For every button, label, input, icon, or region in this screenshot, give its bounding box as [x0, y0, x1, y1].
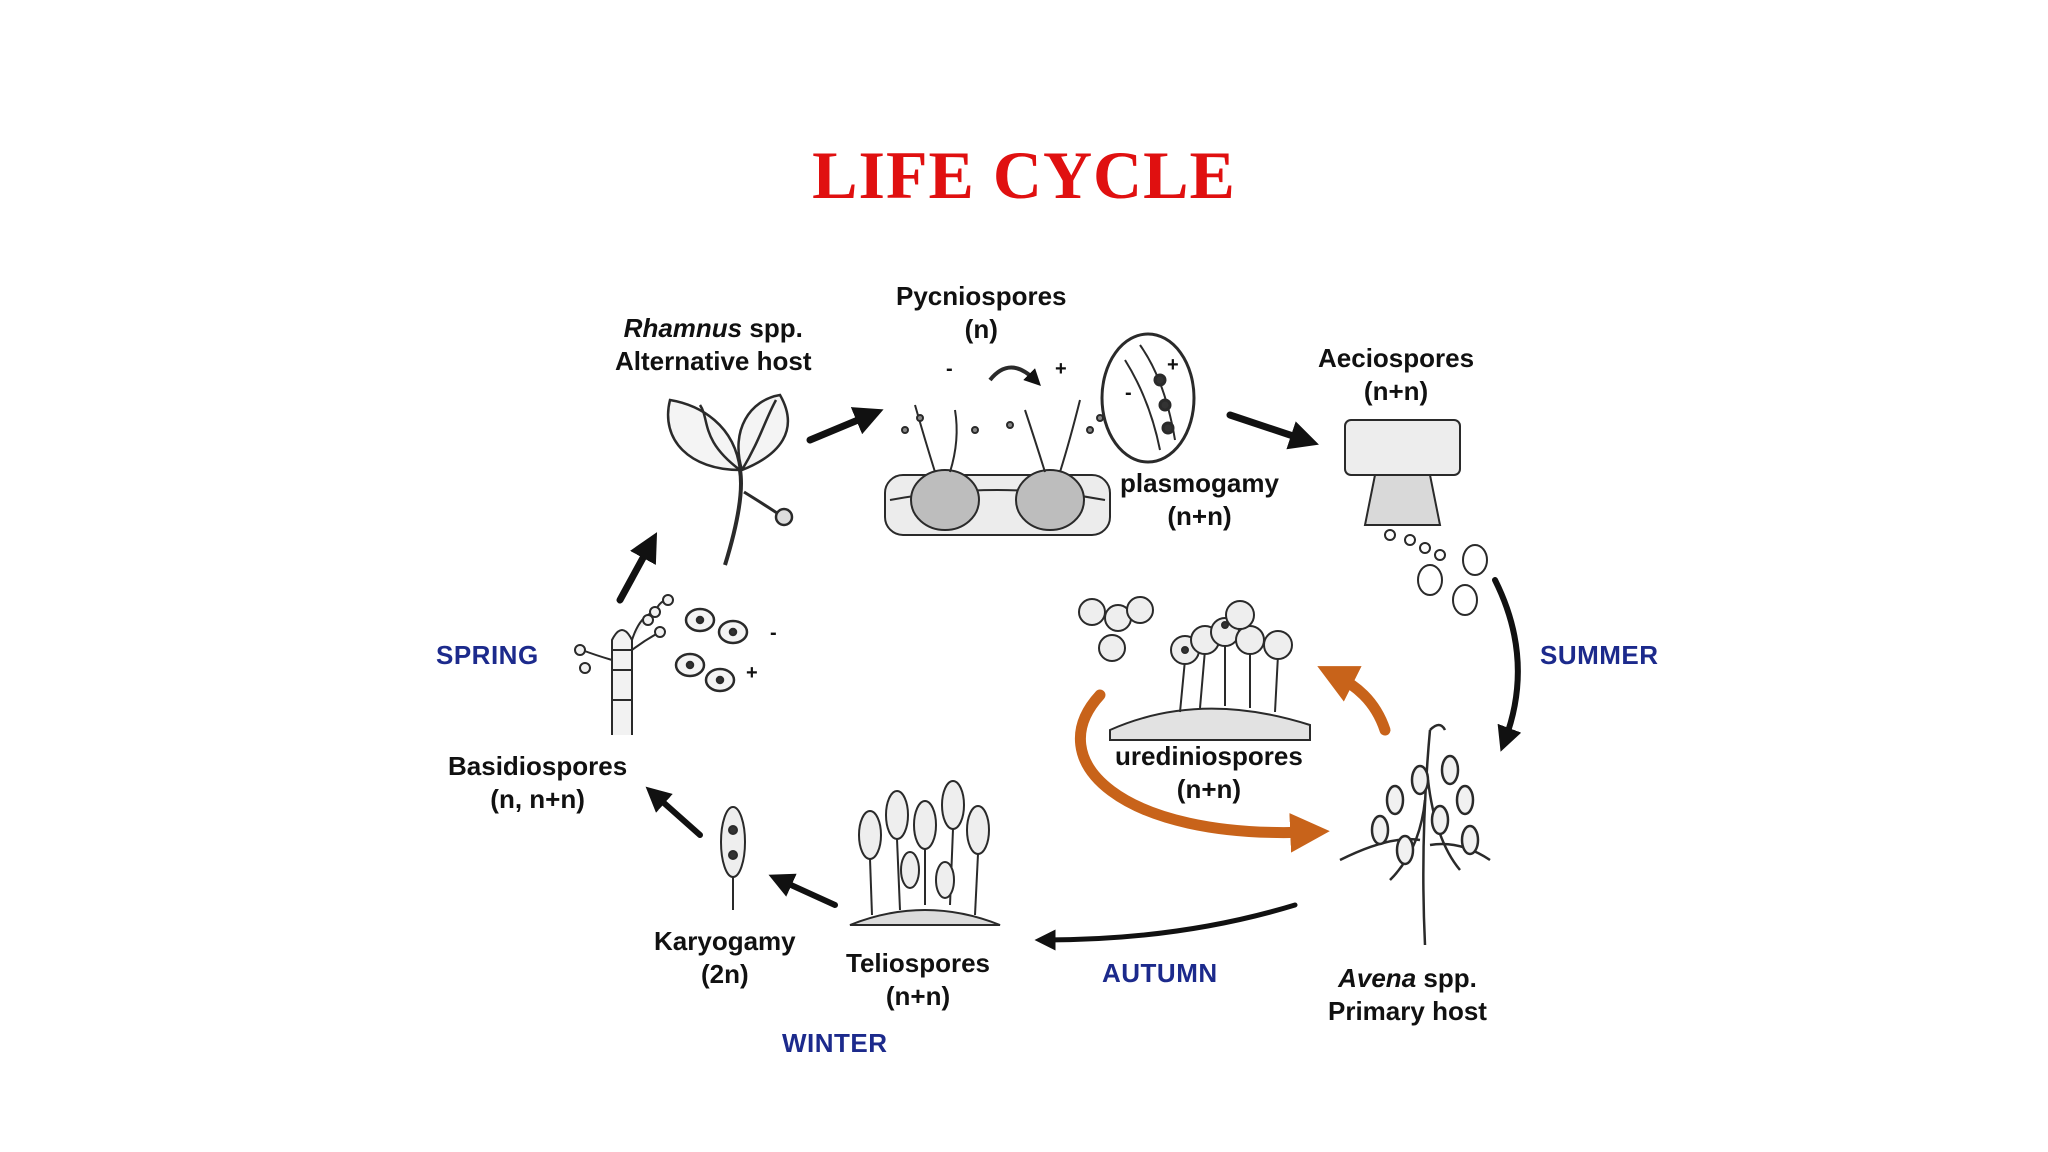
- label-pycniospores: Pycniospores (n): [896, 280, 1067, 346]
- label-plasmogamy: plasmogamy (n+n): [1120, 467, 1279, 533]
- label-rhamnus: Rhamnus spp. Alternative host: [615, 312, 812, 378]
- label-urediniospores: urediniospores (n+n): [1115, 740, 1303, 806]
- label-karyogamy-name: Karyogamy: [654, 926, 796, 956]
- sign-pycnio-plus: +: [1055, 358, 1067, 380]
- label-aeciospores-name: Aeciospores: [1318, 343, 1475, 373]
- label-avena: Avena spp. Primary host: [1328, 962, 1487, 1028]
- label-teliospores-name: Teliospores: [846, 948, 991, 978]
- arrow-rhamnus-to-pycnia: [806, 407, 884, 444]
- leaf-icon: [666, 393, 794, 566]
- telia-icon: [849, 780, 1001, 926]
- label-plasmogamy-ploidy: (n+n): [1167, 501, 1232, 531]
- plasmogamy-cell-icon: [1100, 332, 1196, 464]
- label-avena-role: Primary host: [1328, 996, 1487, 1026]
- sign-plasmo-minus: -: [1125, 382, 1132, 404]
- label-karyogamy: Karyogamy (2n): [654, 925, 796, 991]
- label-karyogamy-ploidy: (2n): [700, 959, 749, 989]
- label-basidiospores-name: Basidiospores: [448, 751, 628, 781]
- label-rhamnus-genus: Rhamnus: [623, 313, 743, 343]
- sign-plasmo-plus: +: [1167, 354, 1179, 376]
- label-avena-spp: spp.: [1416, 963, 1477, 993]
- basidium-icon: [574, 594, 674, 735]
- cycle-arrows: [616, 407, 1522, 951]
- label-rhamnus-role: Alternative host: [615, 346, 812, 376]
- label-basidiospores-ploidy: (n, n+n): [490, 784, 585, 814]
- label-pycniospores-ploidy: (n): [964, 314, 998, 344]
- oat-plant-icon: [1339, 723, 1491, 946]
- label-rhamnus-spp: spp.: [742, 313, 803, 343]
- arrow-telia-to-karyogamy: [768, 873, 838, 908]
- spore-cluster-icon: [674, 607, 749, 693]
- label-basidiospores: Basidiospores (n, n+n): [448, 750, 627, 816]
- sign-pycnio-minus: -: [946, 358, 953, 380]
- orange-arrow-lower: [1075, 689, 1330, 853]
- orange-arrow-upper: [1317, 666, 1391, 736]
- season-summer: SUMMER: [1540, 640, 1659, 670]
- sign-basidio-plus: +: [746, 662, 758, 684]
- label-plasmogamy-name: plasmogamy: [1120, 468, 1279, 498]
- label-urediniospores-ploidy: (n+n): [1176, 774, 1242, 804]
- urediniospore-cycle-arrows: [1075, 666, 1391, 853]
- arrow-aecia-to-avena: [1492, 577, 1522, 752]
- season-spring: SPRING: [436, 640, 539, 670]
- arrow-avena-to-telia: [1034, 902, 1298, 951]
- season-autumn: AUTUMN: [1102, 958, 1218, 988]
- pycnia-section-icon: [884, 365, 1111, 536]
- page-title: LIFE CYCLE: [812, 137, 1236, 213]
- label-teliospores: Teliospores (n+n): [846, 947, 990, 1013]
- season-winter: WINTER: [782, 1028, 888, 1058]
- label-urediniospores-name: urediniospores: [1115, 741, 1303, 771]
- sign-basidio-minus: -: [770, 622, 777, 644]
- uredinia-icon: [1078, 596, 1311, 741]
- arrow-basidiospores-to-rhamnus: [616, 532, 658, 604]
- probasidium-icon: [720, 806, 746, 910]
- label-avena-genus: Avena: [1338, 963, 1417, 993]
- aecium-icon: [1344, 419, 1488, 616]
- arrow-pycnia-to-aecia: [1226, 411, 1319, 450]
- label-pycniospores-name: Pycniospores: [896, 281, 1067, 311]
- label-aeciospores-ploidy: (n+n): [1363, 376, 1429, 406]
- label-aeciospores: Aeciospores (n+n): [1318, 342, 1474, 408]
- label-teliospores-ploidy: (n+n): [885, 981, 951, 1011]
- arrow-karyogamy-to-basidiospores: [645, 786, 703, 838]
